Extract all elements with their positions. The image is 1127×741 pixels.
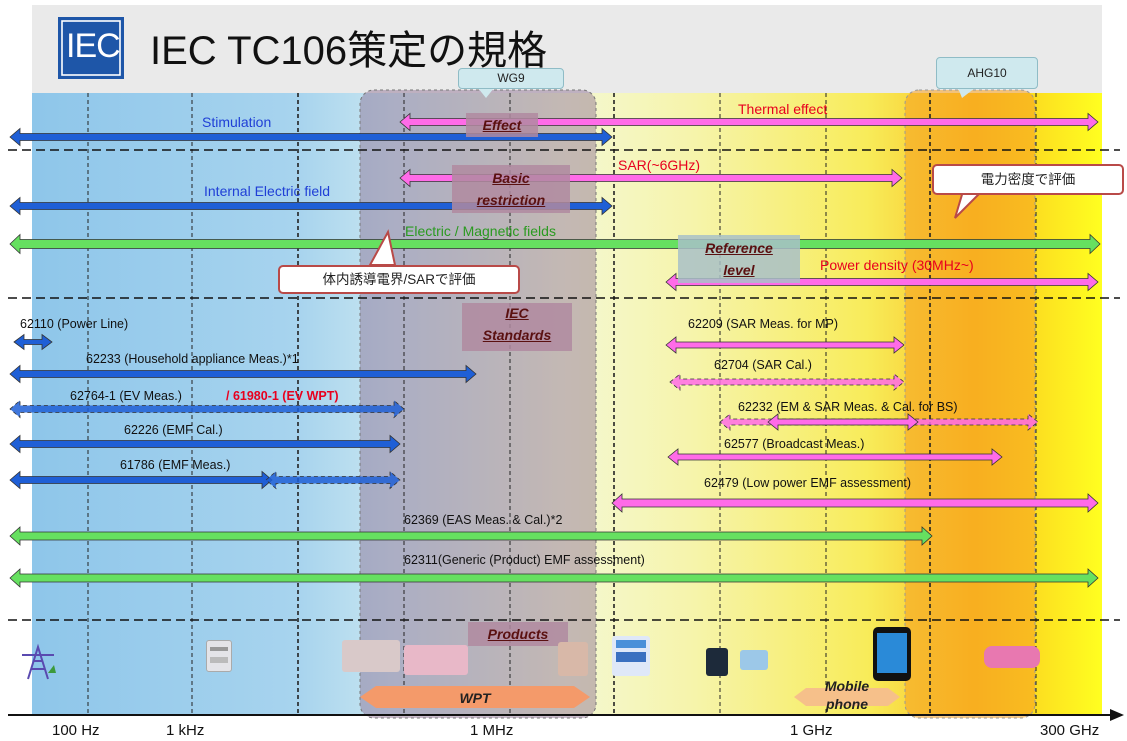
std-62233-arrow (9, 364, 477, 384)
std-62232-label: 62232 (EM & SAR Meas. & Cal. for BS) (738, 400, 958, 414)
basic-restriction-label-1: Basic (492, 170, 530, 186)
axis-tick-300ghz: 300 GHz (1040, 722, 1100, 739)
ahg10-label: AHG10 (936, 57, 1038, 89)
std-62209-label: 62209 (SAR Meas. for MP) (688, 317, 839, 331)
wireless-charger-icon (404, 645, 468, 675)
power-line-tower-icon (18, 643, 58, 681)
std-62226-arrow (9, 434, 401, 454)
std-62704-label: 62704 (SAR Cal.) (714, 358, 812, 372)
products-box (468, 622, 568, 646)
internal-electric-field-arrow (9, 196, 613, 216)
products-label: Products (487, 626, 549, 642)
iec-standards-label-2: Standards (482, 327, 552, 343)
sar-arrow (399, 168, 903, 188)
title-bar (32, 5, 1102, 93)
sar-label: SAR(~6GHz) (618, 157, 701, 173)
std-62110-label: 62110 (Power Line) (20, 317, 129, 331)
base-station-icon (740, 650, 768, 670)
section-separators (8, 149, 1120, 621)
std-62311-arrow (9, 568, 1099, 588)
basic-restriction-box (452, 165, 570, 213)
mobile-phone-label-1: Mobile (824, 678, 870, 694)
medical-device-icon (342, 640, 400, 672)
frequency-axis (8, 709, 1124, 721)
std-61786-label: 61786 (EMF Meas.) (120, 458, 231, 472)
power-density-eval-callout: 電力密度で評価 (932, 164, 1124, 195)
smartphone-icon (873, 627, 911, 681)
hand-device-icon (558, 642, 588, 676)
wg9-label: WG9 (458, 68, 564, 89)
mobile-phone-band (794, 688, 900, 706)
reference-level-label-2: level (723, 262, 755, 278)
iec-standards-label-1: IEC (505, 305, 529, 321)
std-62577-arrow (667, 448, 1003, 466)
reference-level-label-1: Reference (705, 240, 773, 256)
wg9-tail (478, 88, 494, 98)
iec-logo-text: IEC (66, 27, 121, 65)
iec-standards-box (462, 303, 572, 351)
axis-tick-1ghz: 1 GHz (790, 722, 833, 739)
effect-box (466, 113, 538, 137)
mobile-phone-label-2: phone (826, 696, 868, 712)
em-fields-arrow (9, 233, 1101, 255)
std-62764-arrow (9, 399, 405, 419)
car-radar-icon (984, 646, 1040, 668)
internal-field-eval-callout: 体内誘導電界/SARで評価 (278, 265, 520, 294)
iec-logo (58, 17, 124, 79)
thermal-effect-label: Thermal effect (738, 101, 828, 117)
std-62232-inner-arrow (767, 413, 919, 431)
category-boxes (452, 113, 800, 646)
page-title: IEC TC106策定の規格 (150, 29, 548, 73)
transport-card-icon (612, 636, 650, 676)
std-61980-label: / 61980-1 (EV WPT) (226, 389, 339, 403)
power-density-arrow (665, 272, 1099, 292)
std-62233-label: 62233 (Household appliance Meas.)*1 (86, 352, 299, 366)
axis-tick-1mhz: 1 MHz (470, 722, 514, 739)
stimulation-label: Stimulation (202, 114, 272, 130)
axis-tick-1khz: 1 kHz (166, 722, 205, 739)
wpt-band (360, 686, 590, 708)
effect-label: Effect (482, 117, 522, 133)
thermal-effect-arrow (399, 112, 1099, 132)
stimulation-arrow (9, 127, 613, 147)
reference-level-box (678, 235, 800, 283)
std-62764-label: 62764-1 (EV Meas.) (70, 389, 182, 403)
em-fields-label: Electric / Magnetic fields (405, 223, 556, 239)
std-61786-arrow-dashed (265, 470, 401, 490)
std-62577-label: 62577 (Broadcast Meas.) (724, 437, 865, 451)
power-density-label: Power density (30MHz~) (820, 257, 974, 273)
std-62110-arrow (13, 333, 53, 351)
internal-electric-field-label: Internal Electric field (204, 183, 331, 199)
axis-tick-100hz: 100 Hz (52, 722, 100, 739)
frequency-gridlines (87, 93, 1037, 715)
household-appliance-icon (206, 640, 232, 672)
ahg10-tail (958, 88, 975, 98)
range-arrows (9, 112, 1101, 588)
std-62479-arrow (611, 493, 1099, 513)
std-62479-label: 62479 (Low power EMF assessment) (704, 476, 912, 490)
std-62209-arrow (665, 336, 905, 354)
std-62369-arrow (9, 526, 933, 546)
walkie-talkie-icon (706, 648, 728, 676)
wpt-label: WPT (459, 690, 491, 706)
std-62369-label: 62369 (EAS Meas. & Cal.)*2 (404, 513, 563, 527)
std-62704-arrow (669, 373, 905, 391)
basic-restriction-label-2: restriction (476, 192, 546, 208)
std-62311-label: 62311(Generic (Product) EMF assessment) (404, 553, 645, 567)
std-62226-label: 62226 (EMF Cal.) (124, 423, 223, 437)
